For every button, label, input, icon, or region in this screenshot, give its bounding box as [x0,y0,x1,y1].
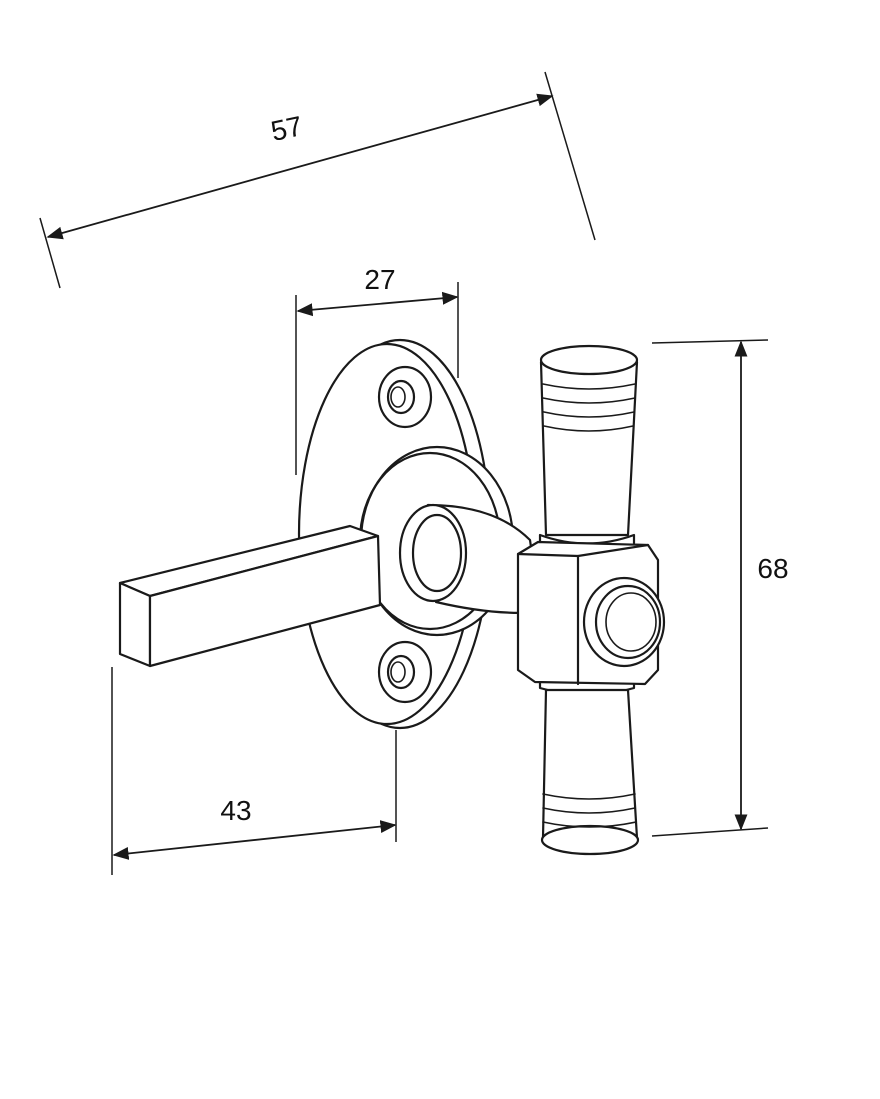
end-cap-button [582,576,666,668]
bottom-screw-hole [377,640,433,704]
dimension-27-label: 27 [364,264,395,295]
dimension-27: 27 [295,264,459,475]
dimension-57-label: 57 [268,110,305,147]
dimension-57: 57 [39,71,596,289]
dimension-68-label: 68 [757,553,788,584]
dimension-43-label: 43 [220,795,251,826]
dimension-68: 68 [651,339,789,837]
lever-arm [118,524,382,668]
t-handle-lower-grip [538,668,640,856]
t-handle-upper-grip [538,344,639,563]
dimension-43: 43 [111,667,397,875]
spindle-neck [398,503,542,614]
top-screw-hole [377,365,433,429]
